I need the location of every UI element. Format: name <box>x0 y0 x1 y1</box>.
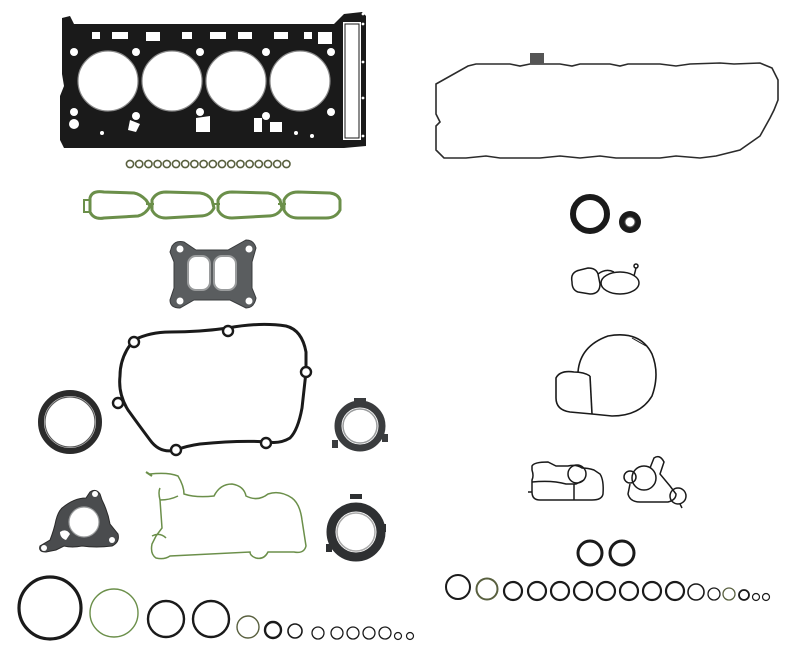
o-ring <box>618 580 640 602</box>
o-ring <box>393 631 403 641</box>
o-ring <box>362 626 376 640</box>
valve-stem-seal <box>171 159 181 169</box>
o-ring <box>263 620 283 640</box>
o-ring <box>475 577 499 601</box>
o-ring <box>287 623 303 639</box>
valve-stem-seal <box>217 159 227 169</box>
o-ring <box>761 592 771 602</box>
o-ring <box>722 587 736 601</box>
o-ring <box>445 574 471 600</box>
o-ring <box>311 626 325 640</box>
rear-main-seal <box>38 390 102 454</box>
o-ring <box>146 599 186 639</box>
valve-cover-tab <box>530 53 544 64</box>
valve-stem-seal <box>281 159 291 169</box>
camshaft-seal <box>619 211 641 233</box>
o-ring <box>378 626 392 640</box>
valve-stem-seal <box>162 159 172 169</box>
o-ring <box>17 575 83 641</box>
valve-cover-gasket <box>435 62 779 159</box>
o-ring <box>89 588 139 638</box>
valve-stem-seal <box>235 159 245 169</box>
o-ring <box>595 580 617 602</box>
o-ring <box>346 626 360 640</box>
o-ring <box>572 580 594 602</box>
cylinder-head-gasket <box>60 12 366 148</box>
o-ring <box>526 580 548 602</box>
intake-manifold-gasket <box>83 190 342 220</box>
valve-stem-seal <box>180 159 190 169</box>
o-ring <box>576 539 604 567</box>
valve-stem-seal <box>134 159 144 169</box>
turbo-flange-gasket <box>169 239 257 309</box>
timing-cover-gasket <box>111 322 313 457</box>
o-ring <box>330 626 344 640</box>
valve-stem-seal <box>153 159 162 169</box>
oil-pan-gasket <box>145 471 307 560</box>
oil-cooler-gasket <box>528 461 604 501</box>
valve-stem-seal <box>208 159 218 169</box>
valve-stem-seal <box>143 159 153 169</box>
o-ring <box>687 583 705 601</box>
water-pump-housing-gasket <box>555 334 657 417</box>
o-ring <box>738 589 750 601</box>
vacuum-pump-gasket <box>39 489 119 553</box>
o-ring <box>664 580 686 602</box>
o-ring <box>236 615 260 639</box>
o-ring <box>751 592 761 602</box>
o-ring-pair <box>576 539 636 567</box>
valve-stem-seal <box>272 159 282 169</box>
small-dual-loop-gasket <box>570 263 640 295</box>
o-ring <box>608 539 636 567</box>
crankshaft-seal <box>570 194 610 234</box>
valve-stem-seal <box>125 159 135 169</box>
o-ring <box>641 580 663 602</box>
valve-stem-seal <box>199 159 208 169</box>
o-ring <box>549 580 571 602</box>
valve-stem-seals <box>125 159 291 169</box>
tabbed-seal-lower <box>326 494 386 562</box>
valve-stem-seal <box>254 159 264 169</box>
valve-stem-seal <box>245 159 254 169</box>
o-ring-row-right <box>445 574 771 602</box>
o-ring <box>707 587 721 601</box>
valve-stem-seal <box>263 159 273 169</box>
o-ring <box>502 580 524 602</box>
oil-filter-housing-gasket <box>623 455 687 509</box>
o-ring <box>191 599 231 639</box>
tabbed-seal-upper <box>332 398 388 452</box>
o-ring <box>405 631 415 641</box>
valve-stem-seal <box>189 159 199 169</box>
o-ring-row-left <box>17 575 415 641</box>
valve-stem-seal <box>226 159 236 169</box>
